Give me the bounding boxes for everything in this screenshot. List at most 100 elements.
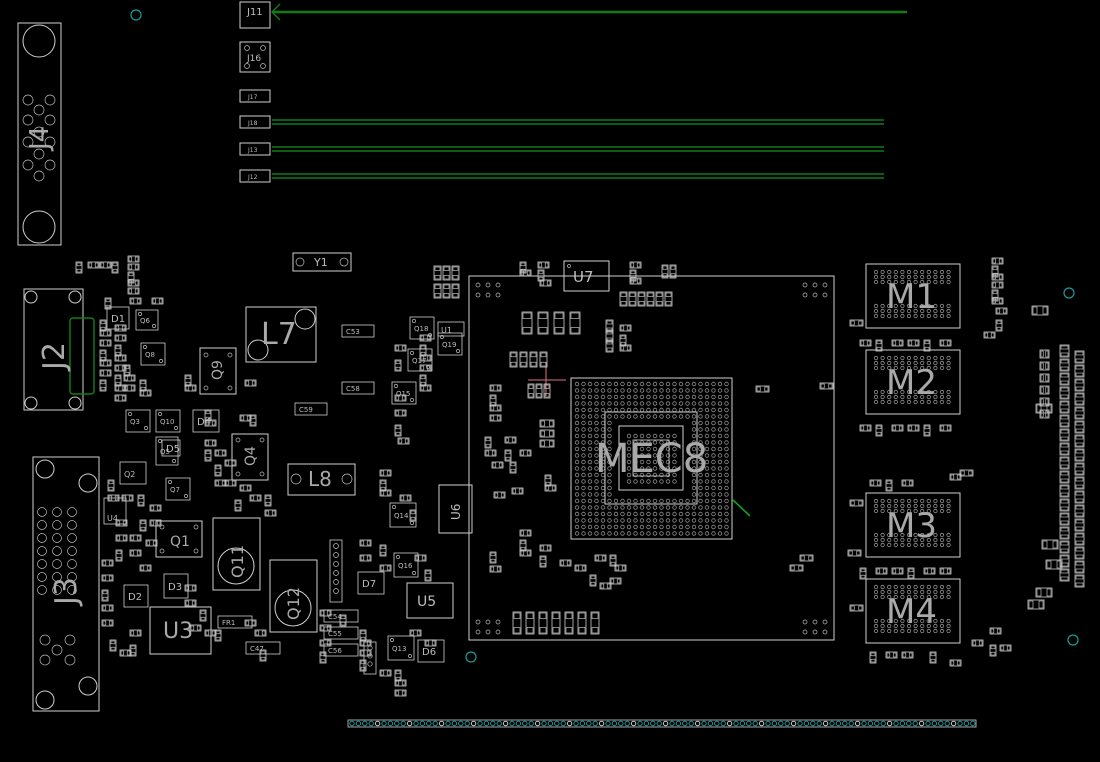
part-c53[interactable]: C53 <box>341 324 375 338</box>
part-label: C54 <box>328 613 342 621</box>
connector-j3-label: J3 <box>49 577 84 607</box>
transistor-q2-label: Q2 <box>124 470 135 479</box>
connector-j4[interactable]: J4 <box>17 22 62 246</box>
diode-label: D6 <box>422 647 436 658</box>
part-q16[interactable]: Q16 <box>393 552 419 578</box>
transistor-q11[interactable]: Q11 <box>212 517 261 591</box>
diode-d3[interactable]: D3 <box>163 573 189 599</box>
main-chip-area[interactable]: MEC8 <box>468 275 835 641</box>
diode-d6[interactable]: D6 <box>417 639 445 663</box>
memory-module-label: M2 <box>886 363 937 403</box>
diode-d5[interactable]: D5 <box>161 439 181 457</box>
ic-label: U4 <box>107 514 118 523</box>
connector-j12[interactable]: J12 <box>239 169 271 183</box>
ic-u4[interactable]: U4 <box>103 497 127 525</box>
ic-u3[interactable]: U3 <box>149 606 212 655</box>
connector-j13[interactable]: J13 <box>239 142 271 156</box>
part-q13[interactable]: Q13 <box>387 635 415 661</box>
transistor-q12[interactable]: Q12 <box>269 559 318 633</box>
transistor-q9-label: Q9 <box>210 360 226 380</box>
connector-j11[interactable]: J11 <box>239 1 271 29</box>
part-c56[interactable]: C56 <box>323 643 359 657</box>
diode-label: D5 <box>166 444 180 455</box>
memory-module-label: M4 <box>886 592 937 632</box>
transistor-q1[interactable]: Q1 <box>155 520 203 558</box>
ic-u5[interactable]: U5 <box>406 582 454 619</box>
edge-connector <box>347 719 977 728</box>
transistor-q4-label: Q4 <box>243 446 259 466</box>
memory-module-m2[interactable]: M2 <box>865 349 961 415</box>
transistor-q4[interactable]: Q4 <box>231 433 269 481</box>
part-label: Q6 <box>140 317 151 325</box>
crystal-y1[interactable]: Y1 <box>292 252 352 272</box>
header-connector[interactable] <box>329 539 377 675</box>
part-q18[interactable]: Q18 <box>409 316 435 340</box>
part-q10[interactable]: Q10 <box>155 409 181 433</box>
connector-j3[interactable]: J3 <box>32 456 100 712</box>
transistor-q1-label: Q1 <box>170 534 190 550</box>
part-fr1[interactable]: FR1 <box>217 615 253 629</box>
diode-label: D3 <box>168 582 182 593</box>
main-chip-label: MEC8 <box>595 436 708 482</box>
ic-label: U1 <box>441 326 452 335</box>
memory-module-m3[interactable]: M3 <box>865 492 961 558</box>
part-c58[interactable]: C58 <box>341 381 375 395</box>
connector-j4-label: J4 <box>25 126 55 152</box>
trace-arrow <box>271 3 281 21</box>
connector-j2-label: J2 <box>37 342 72 372</box>
part-label: Q5 <box>160 448 170 456</box>
connector-j2[interactable]: J2 <box>23 288 95 411</box>
diode-label: D4 <box>197 417 211 428</box>
connector-j17[interactable]: J17 <box>239 89 271 103</box>
diode-d4[interactable]: D4 <box>192 409 220 433</box>
part-q3[interactable]: Q3 <box>125 409 151 433</box>
connector-j18[interactable]: J18 <box>239 115 271 129</box>
ic-u5-label: U5 <box>417 594 436 610</box>
connector-j13-label: J13 <box>247 147 258 154</box>
memory-module-m1[interactable]: M1 <box>865 263 961 329</box>
part-q15[interactable]: Q15 <box>391 381 417 405</box>
connector-j16[interactable]: J16 <box>239 41 271 73</box>
part-q14[interactable]: Q14 <box>389 502 417 528</box>
memory-module-m4[interactable]: M4 <box>865 578 961 644</box>
part-label: Q17 <box>412 357 426 365</box>
part-q7[interactable]: Q7 <box>165 477 191 501</box>
connector-j11-label: J11 <box>246 7 263 18</box>
inductor-l8[interactable]: L8 <box>287 463 356 496</box>
crystal-y1-label: Y1 <box>313 256 328 269</box>
part-label: C53 <box>346 328 360 336</box>
transistor-q9[interactable]: Q9 <box>199 347 237 395</box>
part-label: C55 <box>328 630 342 638</box>
part-label: C56 <box>328 647 342 655</box>
part-c47[interactable]: C47 <box>245 641 281 655</box>
part-q19[interactable]: Q19 <box>437 332 463 356</box>
part-q5[interactable]: Q5 <box>155 436 179 466</box>
memory-module-label: M3 <box>886 506 937 546</box>
ic-u1[interactable]: U1 <box>437 321 465 337</box>
part-c55[interactable]: C55 <box>323 626 359 640</box>
part-label: Q3 <box>130 418 140 426</box>
part-label: C58 <box>346 385 360 393</box>
connector-j18-label: J18 <box>247 120 258 127</box>
ic-u6[interactable]: U6 <box>438 484 473 534</box>
part-c59[interactable]: C59 <box>294 402 328 416</box>
inductor-l7-label: L7 <box>261 317 297 352</box>
diode-d1[interactable]: D2 <box>123 584 149 608</box>
connector-j16-label: J16 <box>246 54 261 64</box>
part-c54[interactable]: C54 <box>323 609 359 623</box>
connector-j12-label: J12 <box>247 174 258 181</box>
part-q8[interactable]: Q8 <box>140 342 166 366</box>
connector-j17-label: J17 <box>247 94 258 101</box>
part-q17[interactable]: Q17 <box>407 348 433 372</box>
diode-d7[interactable]: D7 <box>357 571 385 595</box>
transistor-q11-label: Q11 <box>228 545 247 578</box>
diode-label: D7 <box>362 579 376 590</box>
part-q6[interactable]: Q6 <box>135 309 159 331</box>
transistor-q2[interactable]: Q2 <box>119 461 147 485</box>
bga-ball-grid <box>574 381 729 536</box>
part-label: Q13 <box>392 645 406 653</box>
part-label: Q7 <box>170 486 180 494</box>
inductor-l7[interactable]: L7 <box>245 306 317 363</box>
diode-d2[interactable]: D1 <box>106 306 130 330</box>
